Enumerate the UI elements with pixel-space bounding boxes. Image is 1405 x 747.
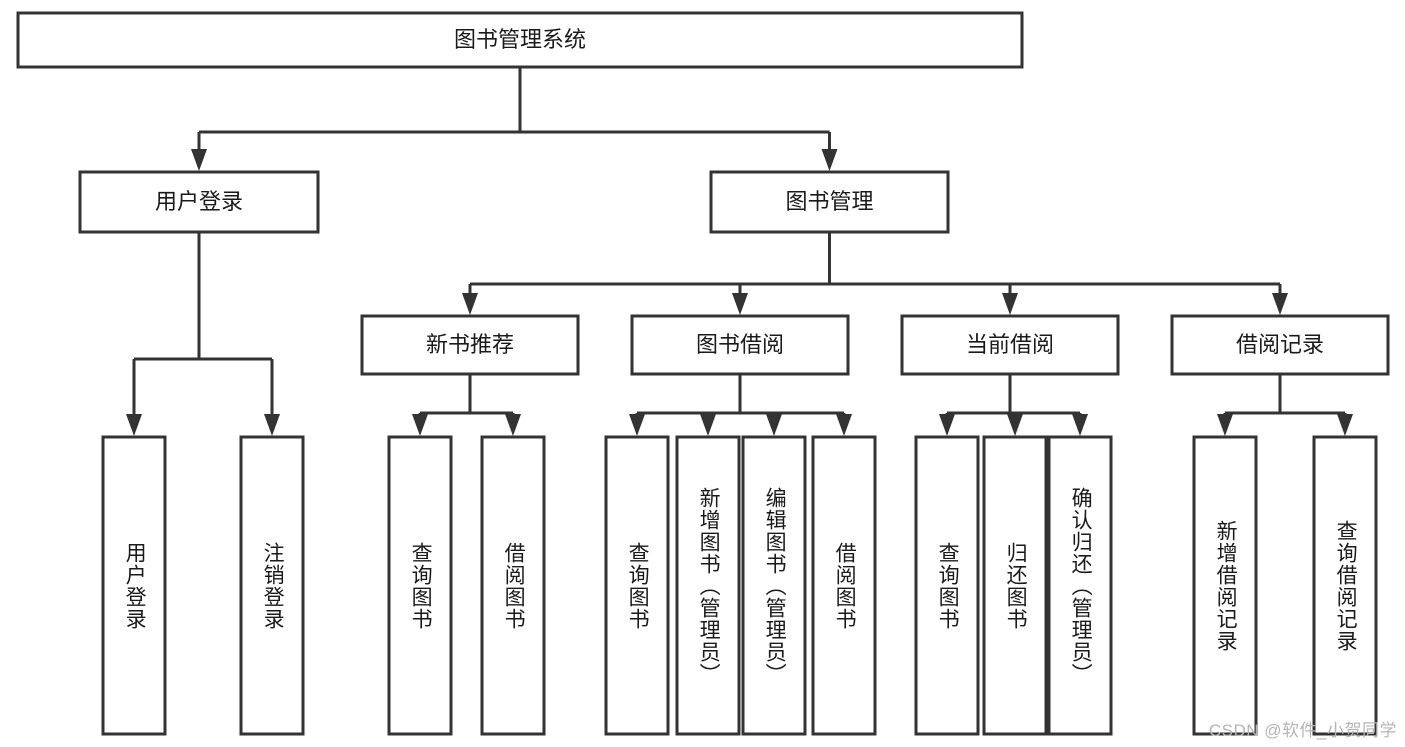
edge-layer: [126, 67, 1353, 436]
node-n-book-mgmt-label: 图书管理: [785, 189, 873, 214]
node-leaf-add-book-box[interactable]: [675, 435, 741, 736]
node-n-user-login-box[interactable]: [78, 170, 320, 234]
node-leaf-user-login-box[interactable]: [101, 435, 167, 736]
node-leaf-return-book-box[interactable]: [982, 435, 1048, 736]
node-root-label: 图书管理系统: [454, 27, 586, 52]
node-root-box[interactable]: [16, 11, 1024, 69]
node-leaf-user-logout-box[interactable]: [239, 435, 305, 736]
node-leaf-confirm-return-box[interactable]: [1047, 435, 1113, 736]
node-n-new-book-rec-box[interactable]: [360, 314, 580, 376]
node-leaf-query-book-2-box[interactable]: [604, 435, 670, 736]
node-leaf-query-record-box[interactable]: [1312, 435, 1378, 736]
node-n-book-mgmt-box[interactable]: [709, 170, 950, 234]
node-n-borrow-record-label: 借阅记录: [1236, 332, 1324, 357]
node-leaf-query-book-1-box[interactable]: [387, 435, 453, 736]
node-n-book-borrow-label: 图书借阅: [696, 332, 784, 357]
node-leaf-borrow-book-2-box[interactable]: [811, 435, 877, 736]
node-n-new-book-rec-label: 新书推荐: [426, 332, 514, 357]
node-n-borrow-record-box[interactable]: [1170, 314, 1390, 376]
node-n-user-login-label: 用户登录: [155, 189, 243, 214]
node-leaf-add-record-box[interactable]: [1192, 435, 1258, 736]
node-n-current-borrow-label: 当前借阅: [966, 332, 1054, 357]
node-box-layer: [16, 11, 1390, 736]
node-n-current-borrow-box[interactable]: [900, 314, 1120, 376]
watermark-text: CSDN @软件_小贺同学: [1208, 721, 1397, 740]
node-leaf-edit-book-box[interactable]: [741, 435, 807, 736]
node-leaf-borrow-book-1-box[interactable]: [480, 435, 546, 736]
node-n-book-borrow-box[interactable]: [630, 314, 850, 376]
node-leaf-query-book-3-box[interactable]: [914, 435, 980, 736]
